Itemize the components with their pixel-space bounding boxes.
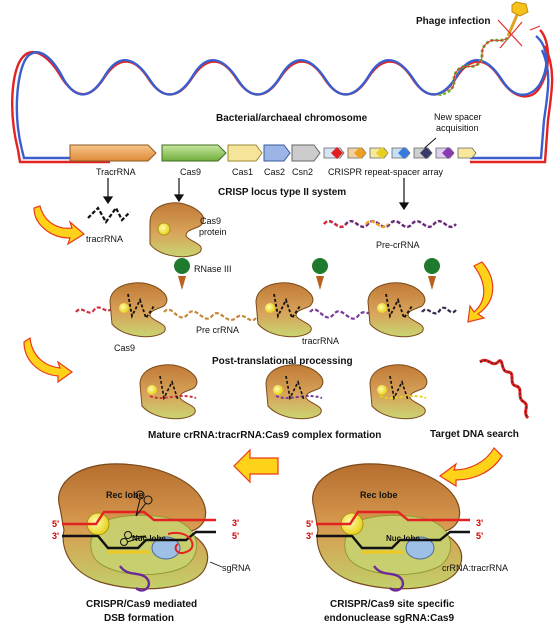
cas1-gene [227, 144, 263, 162]
chromosome-label: Bacterial/archaeal chromosome [216, 113, 368, 124]
tracrrna-label: tracrRNA [86, 234, 123, 244]
csn2-gene [291, 144, 321, 162]
cas2-label: Cas2 [264, 167, 285, 177]
tracrrna-gene-label: TracrRNA [96, 167, 136, 177]
phage-icon [497, 1, 541, 49]
cas9-protein-label: Cas9 [200, 216, 221, 226]
curved-arrow-icon [23, 336, 74, 384]
pre-crrna-segment [365, 219, 389, 229]
three-prime-right-bottom: 3' [306, 531, 313, 541]
dsb-cas9-complex [58, 463, 216, 592]
sgrna-pointer [209, 561, 223, 568]
mature-complex [139, 364, 198, 420]
curved-arrow-icon [33, 205, 86, 246]
mature-complex-label: Mature crRNA:tracrRNA:Cas9 complex forma… [148, 430, 381, 441]
rec-lobe-label-left: Rec lobe [106, 490, 144, 500]
pre-crrna-label: Pre-crRNA [376, 240, 420, 250]
crispr-array [323, 147, 477, 159]
left-caption-line1: CRISPR/Cas9 mediated [86, 599, 197, 610]
five-prime-left-bottom: 5' [232, 531, 239, 541]
pre-crrna-label-2: Pre crRNA [196, 325, 239, 335]
nuc-lobe-label-left: Nuc lobe [132, 534, 166, 543]
cas2-gene [263, 144, 291, 162]
post-translational-label: Post-translational processing [212, 356, 353, 367]
target-dna-inner [479, 359, 529, 419]
csn2-label: Csn2 [292, 167, 313, 177]
cas9-complex [255, 282, 314, 338]
mature-complexes [139, 364, 428, 420]
new-spacer-label: New spacer [434, 112, 482, 122]
processing-row [75, 282, 457, 338]
tracrrna-gene [69, 144, 157, 162]
three-prime-right-top: 3' [476, 518, 483, 528]
left-arrow-icon [233, 448, 279, 484]
mature-complex [369, 364, 428, 420]
cas9-gene [161, 144, 227, 162]
scissors-icon [135, 490, 153, 517]
nuc-lobe-label-right: Nuc lobe [386, 534, 420, 543]
acquisition-label: acquisition [436, 123, 479, 133]
target-search-label: Target DNA search [430, 429, 519, 440]
rnase-iii-label: RNase III [194, 264, 232, 274]
crispr-array-label: CRISPR repeat-spacer array [328, 167, 444, 177]
rec-lobe-label-right: Rec lobe [360, 490, 398, 500]
cas9-gene-label: Cas9 [180, 167, 201, 177]
right-caption-line2: endonuclease sgRNA:Cas9 [324, 613, 454, 624]
tracrrna-strand [87, 205, 131, 225]
expression-arrows [102, 178, 410, 211]
three-prime-left-top: 3' [232, 518, 239, 528]
five-prime-right-bottom: 5' [476, 531, 483, 541]
flow-arrows [23, 205, 503, 488]
pre-crrna-segment [323, 219, 347, 229]
chromosome-helix [11, 29, 554, 164]
cas9-protein [149, 202, 205, 258]
scissors-icon [120, 531, 147, 546]
cas9-small-label: Cas9 [114, 343, 135, 353]
mature-complex [265, 364, 324, 420]
rnase-iii-icon [174, 258, 190, 290]
cas9-protein-label2: protein [199, 227, 227, 237]
phage-infection-label: Phage infection [416, 16, 490, 27]
sgrna-label: sgRNA [222, 563, 251, 573]
crispr-locus [69, 144, 477, 162]
phage-dna-outline [449, 37, 509, 91]
right-caption-line1: CRISPR/Cas9 site specific [330, 599, 455, 610]
pre-crrna-strand [323, 219, 457, 229]
five-prime-left-top: 5' [52, 519, 59, 529]
rnase-iii-icon [424, 258, 440, 290]
sgrna-cas9-complex [312, 463, 470, 592]
tracrrna-label-2: tracrRNA [302, 336, 339, 346]
cas9-complex [367, 282, 426, 338]
crrna-tracrrna-label: crRNA:tracrRNA [442, 563, 508, 573]
three-prime-left-bottom: 3' [52, 531, 59, 541]
rnase-iii-icon [312, 258, 328, 290]
left-caption-line2: DSB formation [104, 613, 174, 624]
five-prime-right-top: 5' [306, 519, 313, 529]
locus-title: CRISP locus type II system [218, 187, 346, 198]
target-dna-icon [479, 358, 530, 420]
curved-arrow-icon [467, 261, 494, 323]
cas9-complex [109, 282, 168, 338]
curved-arrow-icon [438, 447, 503, 488]
cas1-label: Cas1 [232, 167, 253, 177]
